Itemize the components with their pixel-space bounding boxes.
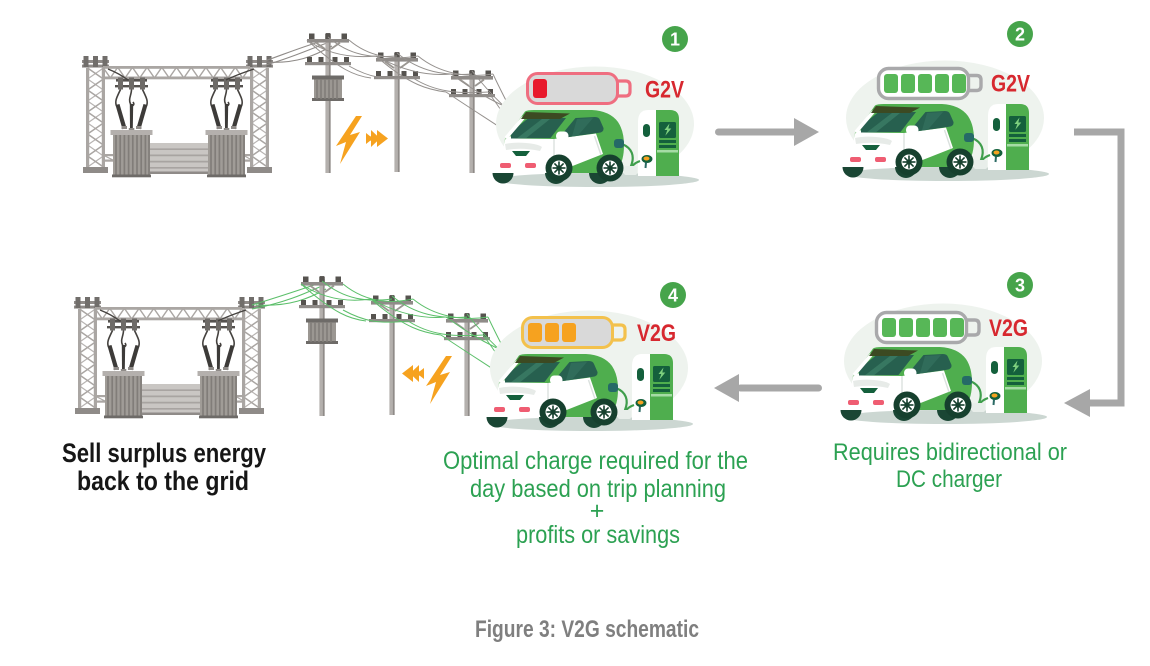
svg-text:DC charger: DC charger — [896, 466, 1002, 493]
svg-text:G2V: G2V — [991, 71, 1030, 98]
svg-text:3: 3 — [1015, 276, 1025, 296]
svg-text:G2V: G2V — [645, 77, 684, 104]
svg-text:Optimal charge required for th: Optimal charge required for the — [443, 447, 748, 475]
svg-text:day based on trip planning: day based on trip planning — [470, 475, 726, 503]
svg-text:profits or savings: profits or savings — [516, 521, 680, 549]
svg-text:V2G: V2G — [989, 315, 1028, 342]
svg-text:Requires bidirectional or: Requires bidirectional or — [833, 439, 1067, 466]
svg-text:+: + — [590, 497, 605, 525]
svg-text:2: 2 — [1015, 25, 1025, 45]
svg-text:Sell surplus energy: Sell surplus energy — [62, 438, 266, 468]
svg-text:V2G: V2G — [637, 320, 676, 347]
svg-text:4: 4 — [668, 286, 678, 306]
svg-text:Figure 3: V2G schematic: Figure 3: V2G schematic — [475, 616, 699, 643]
svg-text:back to the grid: back to the grid — [77, 466, 249, 496]
svg-text:1: 1 — [670, 30, 680, 50]
